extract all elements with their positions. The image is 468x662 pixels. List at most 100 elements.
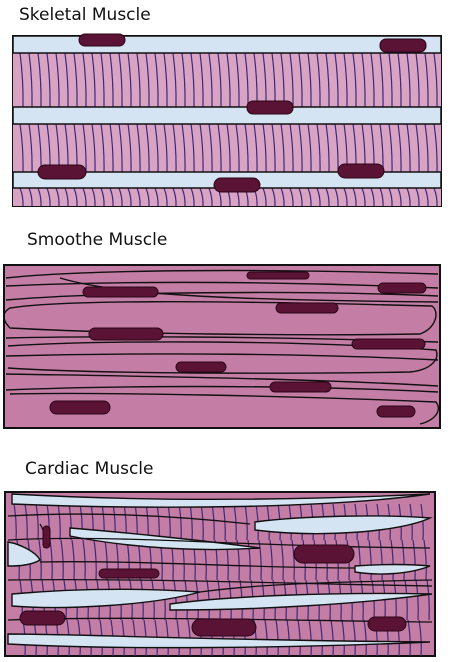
striation-line [289,187,294,207]
striation-line [82,123,87,173]
striation-line [136,52,141,108]
striation-line [297,619,301,657]
striation-line [184,579,188,621]
striation-line [91,52,96,108]
striation-line [181,52,186,108]
striation-line [316,187,321,207]
striation-line [325,187,330,207]
striation-line [262,187,267,207]
striation-line [415,123,420,173]
nucleus [246,271,310,280]
nucleus [37,164,87,180]
striation-line [415,52,420,108]
striation-line [173,579,177,621]
striation-line [68,503,72,541]
striation-line [370,187,375,207]
striation-line [127,187,132,207]
striation-line [226,52,231,108]
striation-line [286,619,290,657]
nucleus [367,616,407,632]
striation-line [28,52,33,108]
nucleus [213,177,261,193]
striation-line [330,619,334,657]
striation-line [163,52,168,108]
striation-line [352,52,357,108]
striation-line [415,187,420,207]
striation-line [325,52,330,108]
striation-line [73,52,78,108]
striation-line [289,123,294,173]
striation-line [280,187,285,207]
striation-line [163,123,168,173]
striation-line [334,52,339,108]
connective-gap [354,563,431,575]
striation-line [55,187,60,207]
striation-line [280,123,285,173]
nucleus [275,302,339,314]
nucleus [175,361,227,373]
striation-line [199,123,204,173]
nucleus [351,338,426,350]
striation-line [181,123,186,173]
striation-line [406,187,411,207]
striation-line [334,123,339,173]
cardiac-muscle-label: Cardiac Muscle [25,459,154,479]
striation-line [316,123,321,173]
striation-line [24,503,28,541]
striation-line [253,123,258,173]
striation-line [388,187,393,207]
striation-line [35,503,39,541]
striation-line [433,52,438,108]
nucleus [191,618,257,637]
nucleus [42,525,51,549]
striation-line [307,187,312,207]
striation-line [308,619,312,657]
striation-line [397,123,402,173]
striation-line [91,123,96,173]
striation-line [325,123,330,173]
nucleus [98,568,160,579]
smooth-muscle-label: Smoothe Muscle [27,230,168,250]
striation-line [424,187,429,207]
nucleus [246,100,294,115]
striation-line [217,123,222,173]
striation-line [424,52,429,108]
striation-line [426,579,430,621]
striation-line [370,52,375,108]
striation-line [316,52,321,108]
nucleus [269,381,332,393]
striation-line [397,187,402,207]
striation-line [235,52,240,108]
striation-line [71,539,75,581]
smooth-muscle-panel [3,264,441,429]
striation-line [55,52,60,108]
striation-line [424,123,429,173]
striation-line [118,123,123,173]
striation-line [388,123,393,173]
nucleus [78,33,126,47]
striation-line [235,123,240,173]
nucleus [82,286,159,298]
striation-line [343,52,348,108]
striation-line [145,123,150,173]
striation-line [363,619,367,657]
striation-line [319,619,323,657]
striation-line [379,52,384,108]
striation-line [404,579,408,621]
striation-line [154,187,159,207]
striation-line [127,123,132,173]
nucleus [376,405,416,418]
striation-line [190,52,195,108]
striation-line [172,187,177,207]
striation-line [269,539,273,581]
striation-line [271,187,276,207]
striation-line [64,187,69,207]
striation-line [390,539,394,581]
striation-line [271,123,276,173]
striation-line [298,187,303,207]
striation-line [298,123,303,173]
connective-gap [169,592,433,611]
connective-gap [11,493,431,508]
striation-line [73,187,78,207]
